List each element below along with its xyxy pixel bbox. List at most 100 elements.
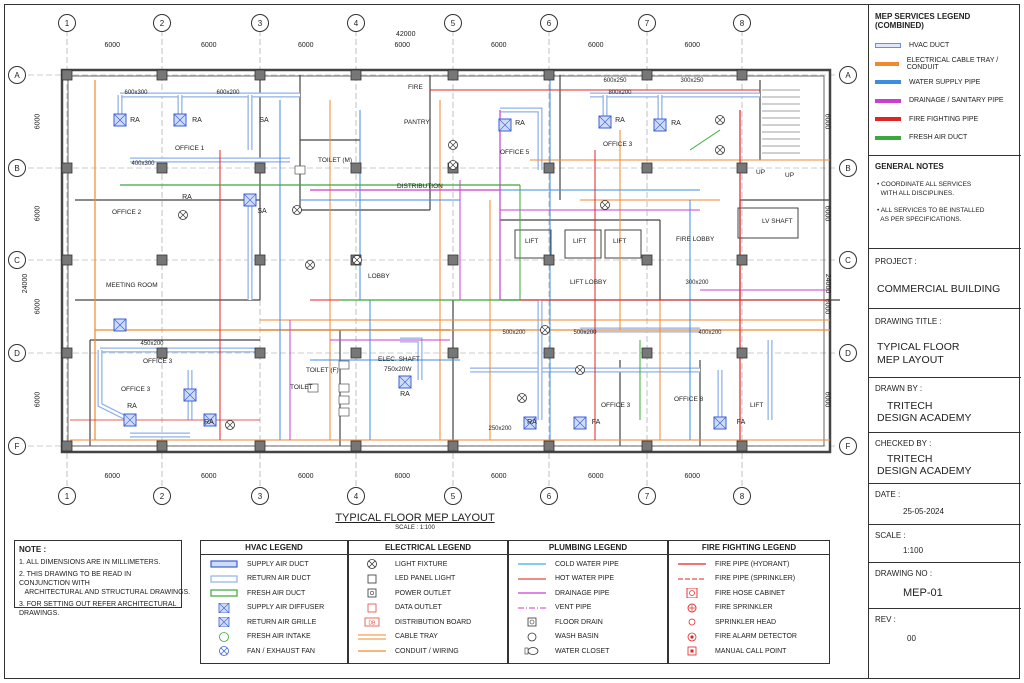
structural-column	[254, 162, 266, 174]
legend-label: SUPPLY AIR DUCT	[247, 560, 309, 568]
light-fixture-icon	[225, 420, 235, 430]
diffuser-icon	[173, 113, 187, 127]
legend-item: FRESH AIR DUCT	[201, 588, 305, 598]
duct-size-label: 600x200	[216, 90, 240, 96]
drain-icon	[509, 588, 555, 598]
duct-size-label: RA	[182, 194, 192, 201]
duct-size-label: RA	[671, 120, 681, 127]
legend-swatch	[875, 80, 901, 84]
row-dimension: 6000	[34, 113, 42, 129]
combined-legend-item: ELECTRICAL CABLE TRAY / CONDUIT	[875, 57, 1021, 71]
legend-item: COLD WATER PIPE	[509, 559, 619, 569]
bay-dimension: 6000	[201, 473, 217, 480]
checked-by-value: TRITECH	[887, 453, 933, 465]
diffuser-icon	[398, 375, 412, 389]
legend-label: CONDUIT / WIRING	[395, 647, 459, 655]
legend-title: ELECTRICAL LEGEND	[384, 543, 472, 552]
legend-label: FIRE PIPE (HYDRANT)	[715, 560, 790, 568]
diffuser-icon	[123, 413, 137, 427]
legend-label: POWER OUTLET	[395, 589, 452, 597]
structural-column	[156, 440, 168, 452]
grid-bubble-row: C	[839, 251, 857, 269]
bay-dimension: 6000	[298, 42, 314, 49]
diffuser-icon	[113, 113, 127, 127]
legend-item: RETURN AIR GRILLE	[201, 617, 316, 627]
water-closet-icon	[294, 165, 306, 175]
diffuser-icon	[523, 416, 537, 430]
room-label-up1: UP	[756, 169, 766, 176]
duct-size-label: 400x300	[131, 161, 155, 167]
room-label-lift2: LIFT	[573, 238, 587, 245]
legend-label: FIRE ALARM DETECTOR	[715, 633, 797, 640]
light-fixture-icon	[178, 210, 188, 220]
structural-column	[447, 347, 459, 359]
vent-icon	[509, 603, 555, 613]
duct-size-label: SA	[257, 208, 267, 215]
bay-dimension: 6000	[104, 473, 121, 480]
detector-icon	[669, 632, 715, 642]
project-cell: PROJECT : COMMERCIAL BUILDING	[869, 249, 1021, 309]
grid-bubble-column: 3	[251, 487, 269, 505]
legend-item: FIRE ALARM DETECTOR	[669, 632, 797, 642]
scale-cell: SCALE : 1:100	[869, 525, 1021, 563]
room-label-office3c: OFFICE 3	[603, 141, 633, 148]
duct-size-label: RA	[192, 117, 202, 124]
legend-label: FIRE PIPE (SPRINKLER)	[715, 575, 796, 582]
legend-item: FLOOR DRAIN	[509, 617, 603, 627]
combined-legend-item: DRAINAGE / SANITARY PIPE	[875, 96, 1004, 106]
return-duct-icon	[201, 574, 247, 584]
water-closet-icon	[338, 383, 350, 393]
legend-label: HOT WATER PIPE	[555, 575, 614, 582]
legend-title: PLUMBING LEGEND	[548, 543, 628, 552]
grid-bubble-column: 4	[347, 14, 365, 32]
general-note: • COORDINATE ALL SERVICES	[877, 181, 972, 188]
legend-label: VENT PIPE	[555, 604, 592, 611]
drawn-by-value: DESIGN ACADEMY	[877, 412, 972, 424]
room-label-pantry: PANTRY	[404, 119, 430, 126]
structural-column	[543, 347, 555, 359]
water-closet-icon	[509, 646, 555, 656]
title-block: MEP SERVICES LEGEND (COMBINED) HVAC DUCT…	[868, 4, 1021, 679]
overall-side-dimension: 24000	[22, 273, 30, 294]
duct-size-label: RA	[204, 419, 214, 426]
room-label-lobby: LOBBY	[368, 273, 390, 280]
diffuser-icon	[498, 118, 512, 132]
grid-bubble-row: B	[8, 159, 26, 177]
duct-size-label: SA	[259, 117, 269, 124]
grid-bubble-column: 5	[444, 487, 462, 505]
legend-label: WATER CLOSET	[555, 647, 610, 655]
legend-divider	[669, 554, 829, 555]
overall-dimension: 42000	[396, 31, 416, 38]
hose-icon	[669, 588, 715, 598]
row-dimension: 6000	[823, 391, 831, 407]
bay-dimension: 6000	[394, 42, 411, 49]
structural-column	[156, 69, 168, 81]
duct-size-label: 600x300	[124, 90, 148, 96]
structural-column	[736, 162, 748, 174]
power-outlet-icon	[349, 588, 395, 598]
structural-column	[641, 347, 653, 359]
sprinkler-pipe-icon	[669, 574, 715, 584]
svg-text:DB: DB	[369, 621, 377, 627]
note-box: NOTE : 1. ALL DIMENSIONS ARE IN MILLIMET…	[14, 540, 190, 617]
grid-bubble-column: 5	[444, 14, 462, 32]
structural-column	[736, 440, 748, 452]
light-icon	[349, 559, 395, 569]
date-value: 25-05-2024	[903, 507, 944, 516]
grid-bubble-row: C	[8, 251, 26, 269]
legend-label: SPRINKLER HEAD	[715, 618, 777, 626]
structural-column	[254, 69, 266, 81]
grid-bubble-column: 7	[638, 487, 656, 505]
grid-bubble-column: 7	[638, 14, 656, 32]
legend-item: DRAINAGE PIPE	[509, 588, 609, 598]
call-point-icon	[669, 646, 715, 656]
duct-size-label: 500x200	[502, 330, 526, 336]
light-fixture-icon	[715, 145, 725, 155]
duct-size-label: 450x200	[140, 341, 164, 347]
legend-divider	[509, 554, 667, 555]
grid-bubble-column: 2	[153, 14, 171, 32]
structural-column	[641, 162, 653, 174]
legend-swatch	[875, 135, 901, 140]
